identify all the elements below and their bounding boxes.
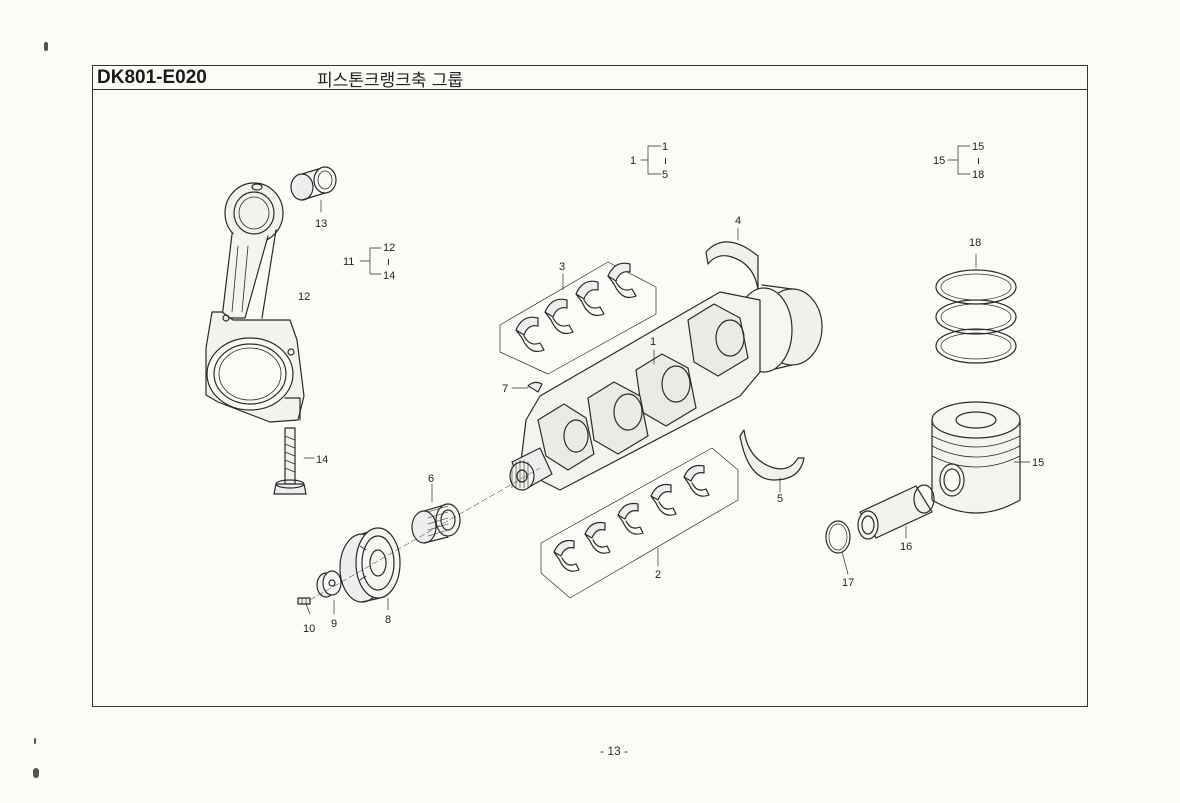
callout-1: 1 (650, 336, 656, 348)
callout-18: 18 (969, 237, 981, 249)
piston-pin (857, 484, 935, 540)
leader-lines (303, 145, 1031, 615)
range-15-group: 15 (933, 155, 945, 167)
range-1-to: 5 (662, 169, 668, 181)
small-end-bush (290, 166, 337, 201)
range-11-group: 11 (343, 256, 354, 268)
callout-7: 7 (502, 383, 508, 395)
title-bar: DK801-E020 피스톤크랭크축 그룹 (93, 66, 1087, 91)
callout-5: 5 (777, 493, 783, 505)
connecting-rod (205, 182, 305, 423)
thrust-washer-lower (739, 429, 805, 481)
range-15-to: 18 (972, 169, 984, 181)
callout-10: 10 (303, 623, 315, 635)
callout-17: 17 (842, 577, 854, 589)
range-15-from: 15 (972, 141, 984, 153)
range-11-sep: ı (387, 256, 390, 268)
callout-15: 15 (1032, 457, 1044, 469)
diagram-frame: DK801-E020 피스톤크랭크축 그룹 (92, 65, 1088, 707)
connecting-rod-bolt (273, 427, 307, 495)
thrust-washer-upper (705, 241, 759, 291)
pulley-bolt (297, 597, 311, 605)
callout-6: 6 (428, 473, 434, 485)
snap-ring (825, 520, 851, 554)
range-1-sep: ı (664, 155, 667, 167)
page-number: - 13 - (600, 744, 629, 758)
callout-14: 14 (316, 454, 328, 466)
group-title: 피스톤크랭크축 그룹 (317, 71, 464, 91)
callout-2: 2 (655, 569, 661, 581)
scan-mark (34, 738, 36, 744)
bearing-shells-lower (540, 447, 739, 599)
callout-8: 8 (385, 614, 391, 626)
callout-13: 13 (315, 218, 327, 230)
range-11-from: 12 (383, 242, 395, 254)
pulley-hub (316, 570, 342, 598)
piston-rings (935, 269, 1017, 364)
callout-9: 9 (331, 618, 337, 630)
crankshaft-pulley (339, 527, 401, 603)
piston (931, 401, 1021, 514)
range-11-to: 14 (383, 270, 395, 282)
crankshaft (509, 284, 823, 491)
range-1-group: 1 (630, 155, 636, 167)
range-1-from: 1 (662, 141, 668, 153)
callout-4: 4 (735, 215, 741, 227)
crankshaft-gear (411, 503, 461, 544)
callout-3: 3 (559, 261, 565, 273)
bearing-shells-upper (499, 261, 657, 375)
woodruff-key (527, 381, 543, 393)
callout-16: 16 (900, 541, 912, 553)
scan-mark (33, 768, 39, 778)
group-code: DK801-E020 (97, 67, 207, 88)
scan-mark (44, 42, 48, 51)
callout-12: 12 (298, 291, 310, 303)
range-15-sep: ı (977, 155, 980, 167)
